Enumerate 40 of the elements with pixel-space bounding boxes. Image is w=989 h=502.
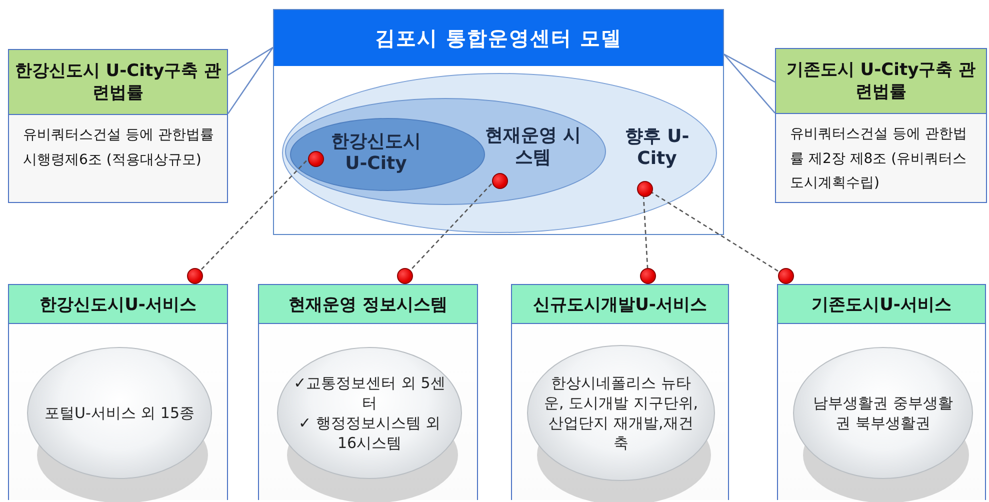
service-heading: 한강신도시U-서비스 (9, 285, 227, 324)
law-box (8, 49, 228, 203)
law-box (775, 48, 987, 203)
marker-dot (397, 268, 413, 284)
law-text: 유비쿼터스건설 등에 관한법률 제2장 제8조 (유비쿼터스도시계획수립) (789, 125, 968, 193)
service-box (511, 284, 729, 500)
dashed-connector (200, 160, 307, 271)
pebble-text: 남부생활권 중부생활권 북부생활권 (812, 392, 954, 434)
service-heading: 기존도시U-서비스 (778, 285, 985, 324)
service-heading: 신규도시개발U-서비스 (512, 285, 728, 324)
panel-title: 김포시 통합운영센터 모델 (274, 10, 723, 66)
law-text: 유비쿼터스건설 등에 관한법률 시행령제6조 (적용대상규모) (22, 126, 215, 170)
connector-line (724, 54, 776, 114)
dashed-connector (410, 183, 492, 271)
marker-dot (637, 181, 653, 197)
pebble-text: 한상시네폴리스 뉴타운, 도시개발 지구단위, 산업단지 재개발,재건축 (542, 372, 700, 454)
pebble-text: ✓교통정보센터 외 5센터 (292, 372, 446, 413)
connector-line (228, 46, 274, 76)
ellipse-label: 현재운영 시스템 (484, 125, 582, 168)
marker-dot (187, 268, 203, 284)
law-heading: 기존도시 U-City구축 관련법률 (776, 49, 986, 114)
service-box (258, 284, 478, 500)
marker-dot (778, 268, 794, 284)
marker-dot (640, 268, 656, 284)
dashed-connector (642, 194, 648, 268)
marker-dot (308, 151, 324, 167)
ellipse-label: 한강신도시 U-City (330, 131, 422, 174)
connector-line (724, 54, 776, 83)
service-box (777, 284, 986, 500)
connector-line (227, 47, 274, 114)
service-heading: 현재운영 정보시스템 (259, 285, 477, 324)
pebble-text: 포털U-서비스 외 15종 (44, 402, 194, 424)
service-box (8, 284, 228, 500)
marker-dot (492, 173, 508, 189)
ellipse-label: 향후 U-City (624, 126, 690, 170)
scope-ellipse (290, 118, 485, 191)
model-panel (273, 9, 724, 235)
dashed-connector (649, 190, 780, 272)
pebble-text: ✓ 행정정보시스템 외 16시스템 (297, 413, 442, 454)
law-heading: 한강신도시 U-City구축 관련법률 (9, 50, 227, 115)
